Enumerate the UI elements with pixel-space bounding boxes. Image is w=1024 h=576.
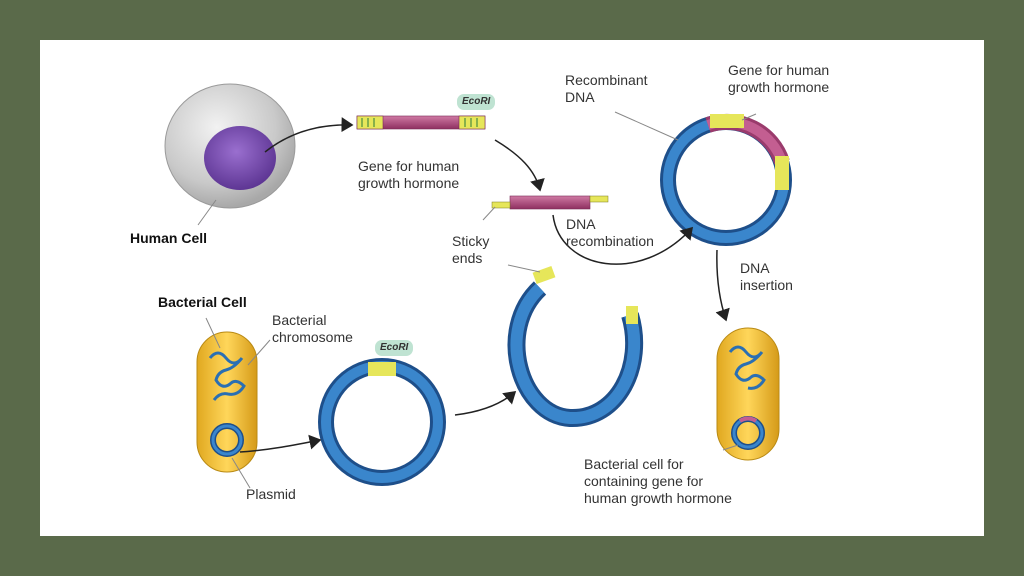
diagram-canvas: EcoRI EcoRI Human Cell Bacterial Cell Ba…	[40, 40, 984, 536]
recombinant-dna-label: Recombinant DNA	[565, 72, 648, 105]
bacterial-cell-label: Bacterial Cell	[158, 294, 247, 310]
gene-segment-top	[356, 115, 486, 130]
plasmid-ring	[318, 358, 446, 486]
recombinant-dna-ring	[660, 113, 792, 246]
dna-recombination-label: DNA recombination	[566, 216, 654, 249]
process-arrows	[239, 117, 730, 453]
ecori-tag-plasmid: EcoRI	[375, 340, 414, 356]
human-cell	[164, 83, 296, 209]
dna-insertion-label: DNA insertion	[740, 260, 793, 293]
human-cell-label: Human Cell	[130, 230, 208, 246]
bacterial-cell-left	[196, 331, 258, 473]
gene-label-top: Gene for human growth hormone	[728, 62, 830, 95]
open-plasmid	[507, 265, 644, 427]
leader-lines	[197, 111, 757, 489]
bacterial-cell-result	[716, 327, 780, 461]
bacterial-cell-result-label: Bacterial cell for containing gene for h…	[584, 456, 732, 506]
sticky-ends-label: Sticky ends	[452, 233, 490, 266]
ecori-tag-top: EcoRI	[457, 94, 496, 110]
bacterial-chromosome-label: Bacterial chromosome	[272, 312, 353, 345]
gene-fragment	[491, 195, 609, 210]
plasmid-label: Plasmid	[246, 486, 296, 502]
gene-label: Gene for human growth hormone	[358, 158, 460, 191]
nucleus	[204, 126, 276, 190]
